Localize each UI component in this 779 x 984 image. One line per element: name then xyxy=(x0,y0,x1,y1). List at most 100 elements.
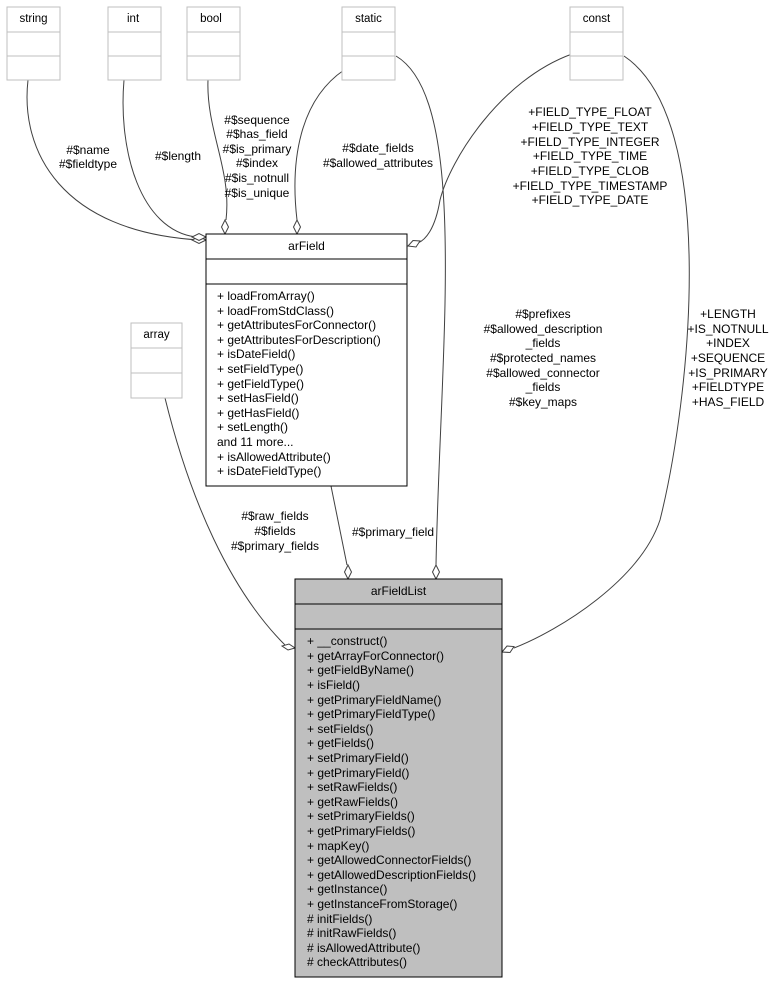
edge-label: #$is_unique xyxy=(225,186,290,200)
class-name: arField xyxy=(288,239,325,253)
edge-label: #$allowed_connector xyxy=(486,366,599,380)
edge-label: +FIELD_TYPE_CLOB xyxy=(531,164,649,178)
edges: #$name #$fieldtype #$length #$sequence #… xyxy=(26,53,769,654)
method-item: + getPrimaryField() xyxy=(307,766,409,780)
type-box-array[interactable]: array xyxy=(130,322,183,399)
edge-label: #$primary_fields xyxy=(231,539,319,553)
method-item: + getAttributesForDescription() xyxy=(217,333,381,347)
class-box-arfield[interactable]: arField + loadFromArray() + loadFromStdC… xyxy=(205,233,408,487)
edge-label: #$sequence xyxy=(224,113,290,127)
method-item: + getInstanceFromStorage() xyxy=(307,897,457,911)
method-item: + getAllowedConnectorFields() xyxy=(307,853,471,867)
method-item: + getRawFields() xyxy=(307,795,398,809)
edge-string-arfield: #$name #$fieldtype xyxy=(26,79,208,245)
type-name: int xyxy=(127,13,140,25)
method-item: + setFieldType() xyxy=(217,362,303,376)
edge-arfield-arfieldlist: #$primary_field xyxy=(330,485,434,581)
edge-const-arfield: +FIELD_TYPE_FLOAT +FIELD_TYPE_TEXT +FIEL… xyxy=(406,53,668,248)
edge-label: #$prefixes xyxy=(515,307,570,321)
method-item: # initRawFields() xyxy=(307,926,396,940)
method-item: # isAllowedAttribute() xyxy=(307,941,420,955)
edge-array-arfieldlist: #$raw_fields #$fields #$primary_fields xyxy=(164,397,319,651)
type-box-int[interactable]: int xyxy=(107,6,162,81)
method-item: + setFields() xyxy=(307,722,373,736)
edge-static-arfieldlist: #$prefixes #$allowed_description _fields… xyxy=(395,55,603,581)
edge-label: #$key_maps xyxy=(509,395,577,409)
edge-label: +FIELD_TYPE_INTEGER xyxy=(520,135,659,149)
method-item: and 11 more... xyxy=(217,435,294,449)
method-item: + loadFromArray() xyxy=(217,289,315,303)
edge-label: +INDEX xyxy=(706,336,750,350)
method-item: + setHasField() xyxy=(217,391,299,405)
edge-bool-arfield: #$sequence #$has_field #$is_primary #$in… xyxy=(207,79,292,236)
method-item: + setLength() xyxy=(217,420,288,434)
method-item: + __construct() xyxy=(307,634,387,648)
method-item: + loadFromStdClass() xyxy=(217,304,334,318)
type-box-const[interactable]: const xyxy=(569,6,624,81)
type-name: bool xyxy=(200,13,222,25)
edge-label: #$name xyxy=(66,143,110,157)
edge-label: #$is_primary xyxy=(223,142,292,156)
type-name: static xyxy=(355,13,382,25)
type-name: array xyxy=(143,329,169,341)
edge-label: _fields xyxy=(525,336,561,350)
edge-label: +FIELDTYPE xyxy=(692,380,764,394)
edge-label: #$primary_field xyxy=(352,525,434,539)
method-item: + setPrimaryField() xyxy=(307,751,409,765)
edge-int-arfield: #$length xyxy=(122,79,208,242)
method-item: + isAllowedAttribute() xyxy=(217,450,331,464)
type-box-bool[interactable]: bool xyxy=(186,6,241,81)
method-item: + getFields() xyxy=(307,736,374,750)
method-item: + getPrimaryFieldName() xyxy=(307,693,441,707)
edge-label: +FIELD_TYPE_DATE xyxy=(532,193,649,207)
edge-label: #$is_notnull xyxy=(225,171,289,185)
edge-const-arfieldlist: +LENGTH +IS_NOTNULL +INDEX +SEQUENCE +IS… xyxy=(500,55,769,654)
method-item: + getArrayForConnector() xyxy=(307,649,444,663)
edge-label: #$fields xyxy=(254,524,295,538)
method-item: + isDateField() xyxy=(217,347,295,361)
edge-label: #$length xyxy=(155,149,201,163)
edge-label: #$protected_names xyxy=(490,351,596,365)
edge-label: +FIELD_TYPE_TIME xyxy=(533,149,647,163)
method-item: + isDateFieldType() xyxy=(217,464,321,478)
edge-label: +FIELD_TYPE_TIMESTAMP xyxy=(513,179,668,193)
method-item: + mapKey() xyxy=(307,839,369,853)
method-item: + getFieldByName() xyxy=(307,663,414,677)
method-item: + getFieldType() xyxy=(217,377,304,391)
type-box-static[interactable]: static xyxy=(341,6,396,81)
edge-label: #$date_fields xyxy=(342,141,413,155)
method-list: + loadFromArray() + loadFromStdClass() +… xyxy=(217,289,381,478)
method-item: + setPrimaryFields() xyxy=(307,809,415,823)
edge-label: _fields xyxy=(525,380,561,394)
edge-label: +LENGTH xyxy=(700,307,756,321)
method-item: + getPrimaryFieldType() xyxy=(307,707,435,721)
method-list: + __construct() + getArrayForConnector()… xyxy=(307,634,476,969)
method-item: + getAttributesForConnector() xyxy=(217,318,376,332)
method-item: # initFields() xyxy=(307,912,372,926)
edge-static-arfield: #$date_fields #$allowed_attributes xyxy=(292,69,433,236)
edge-label: +FIELD_TYPE_FLOAT xyxy=(528,105,652,119)
edge-label: +SEQUENCE xyxy=(691,351,765,365)
edge-label: +IS_PRIMARY xyxy=(688,366,767,380)
class-box-arfieldlist[interactable]: arFieldList + __construct() + getArrayFo… xyxy=(294,578,503,978)
method-item: + getInstance() xyxy=(307,882,387,896)
edge-label: #$allowed_description xyxy=(484,322,603,336)
method-item: # checkAttributes() xyxy=(307,955,407,969)
type-box-string[interactable]: string xyxy=(6,6,61,81)
method-item: + getPrimaryFields() xyxy=(307,824,415,838)
edge-label: #$raw_fields xyxy=(241,509,308,523)
method-item: + getAllowedDescriptionFields() xyxy=(307,868,476,882)
method-item: + isField() xyxy=(307,678,360,692)
method-item: + getHasField() xyxy=(217,406,299,420)
edge-label: +IS_NOTNULL xyxy=(687,322,768,336)
class-name: arFieldList xyxy=(371,584,427,598)
type-name: string xyxy=(19,13,47,25)
type-name: const xyxy=(583,13,611,25)
edge-label: #$allowed_attributes xyxy=(323,156,433,170)
edge-label: #$fieldtype xyxy=(59,157,117,171)
method-item: + setRawFields() xyxy=(307,780,397,794)
edge-label: #$index xyxy=(236,156,278,170)
edge-label: +FIELD_TYPE_TEXT xyxy=(532,120,649,134)
edge-label: +HAS_FIELD xyxy=(692,395,765,409)
